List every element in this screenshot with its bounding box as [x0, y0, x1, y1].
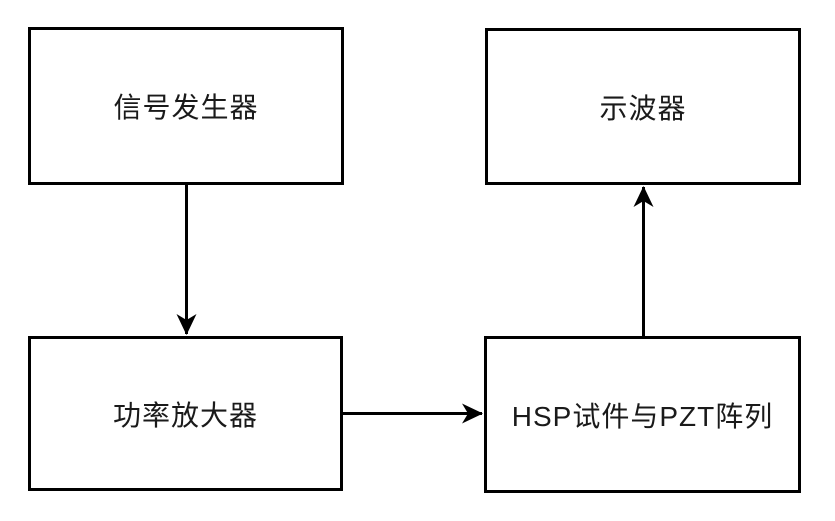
- node-power-amplifier-label: 功率放大器: [112, 399, 258, 431]
- node-signal-generator-label: 信号发生器: [113, 92, 259, 123]
- node-hsp-pzt-array-label: HSP试件与PZT阵列: [511, 400, 774, 432]
- node-oscilloscope: 示波器: [485, 28, 801, 185]
- node-hsp-pzt-array: HSP试件与PZT阵列: [484, 336, 801, 493]
- node-signal-generator: 信号发生器: [28, 27, 344, 185]
- node-oscilloscope-label: 示波器: [599, 92, 687, 124]
- node-power-amplifier: 功率放大器: [28, 336, 343, 491]
